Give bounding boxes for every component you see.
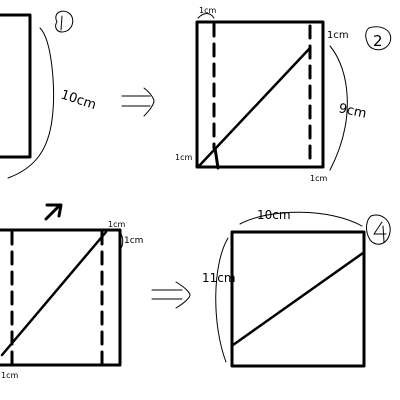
panel-2-bottom-left-label: 1cm (175, 153, 192, 162)
panel-2-bottom-right-label: 1cm (310, 174, 327, 183)
panel-2-step-circle (365, 26, 392, 51)
panel-3-right-bracket (117, 229, 124, 251)
panel-3-bottom-left-label: 1cm (1, 371, 18, 380)
panel-1-side-bracket (7, 27, 54, 179)
panel-2-short-cut (213, 146, 220, 170)
panel-2-step-mark: 2 (373, 32, 383, 50)
panel-4: 10cm 11cm (202, 208, 391, 368)
panel-1-step-mark-icon (55, 10, 74, 33)
panel-2-right-top-label: 1cm (327, 30, 349, 41)
panel-4-step-mark-icon (366, 214, 391, 245)
panel-4-diagonal (231, 251, 365, 347)
panel-4-left-bracket (215, 237, 229, 363)
panel-4-top-bracket (239, 211, 363, 227)
panel-2-top-label: 1cm (199, 6, 216, 15)
panel-3-top-label: 1cm (108, 220, 125, 229)
panel-1: 10cm (0, 10, 98, 179)
panel-2: 1cm 1cm 9cm 1cm 1cm 2 (175, 6, 392, 183)
panel-2-square (195, 20, 325, 169)
panel-2-diagonal (197, 46, 312, 168)
panel-3-diagonal (0, 230, 108, 357)
panel-1-side-label: 10cm (59, 88, 98, 114)
panel-3-right-label: 1cm (124, 236, 143, 246)
panel-2-top-bracket (197, 13, 215, 19)
panel-4-left-label: 11cm (202, 271, 236, 285)
panel-3-arrow-icon (44, 203, 63, 221)
implies-arrow-1 (121, 87, 155, 117)
panel-2-right-bracket (329, 45, 348, 171)
panel-2-right-label: 9cm (337, 101, 368, 122)
panel-3-square (0, 228, 122, 367)
panel-1-square (0, 13, 32, 159)
panel-3: 1cm 1cm 1cm (0, 203, 143, 380)
panel-4-top-label: 10cm (257, 208, 291, 222)
panel-4-square (230, 230, 366, 368)
implies-arrow-2 (151, 281, 191, 309)
